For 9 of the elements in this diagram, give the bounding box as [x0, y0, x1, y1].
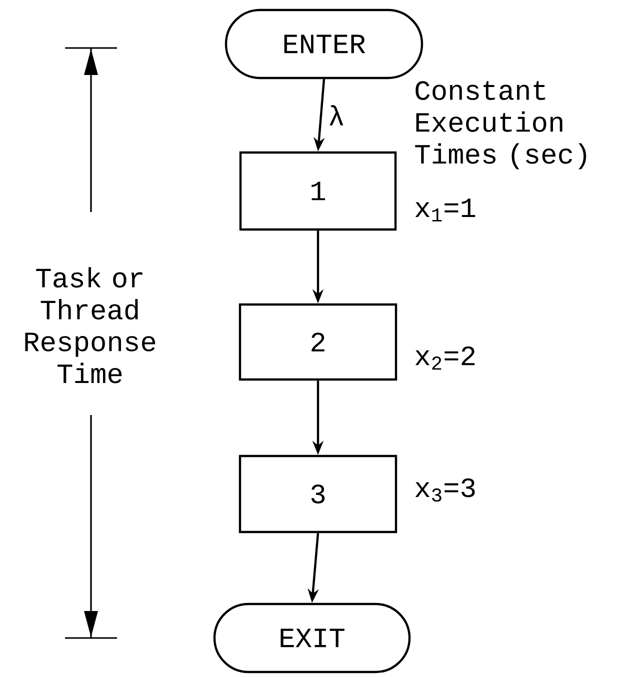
process-box: 2	[238, 303, 398, 381]
execution-time: x$_{3}$=3	[415, 478, 475, 502]
process-box: 1	[239, 151, 397, 231]
execution-time: x$_{2}$=2	[415, 346, 475, 370]
caption-text: Constant Execution Times (sec)	[415, 81, 586, 170]
edge-label: λ	[330, 105, 344, 126]
execution-time: x$_{1}$=1	[415, 198, 476, 222]
dimension-label: Task or Thread Response Time	[25, 267, 156, 384]
process-box: 3	[238, 454, 398, 534]
